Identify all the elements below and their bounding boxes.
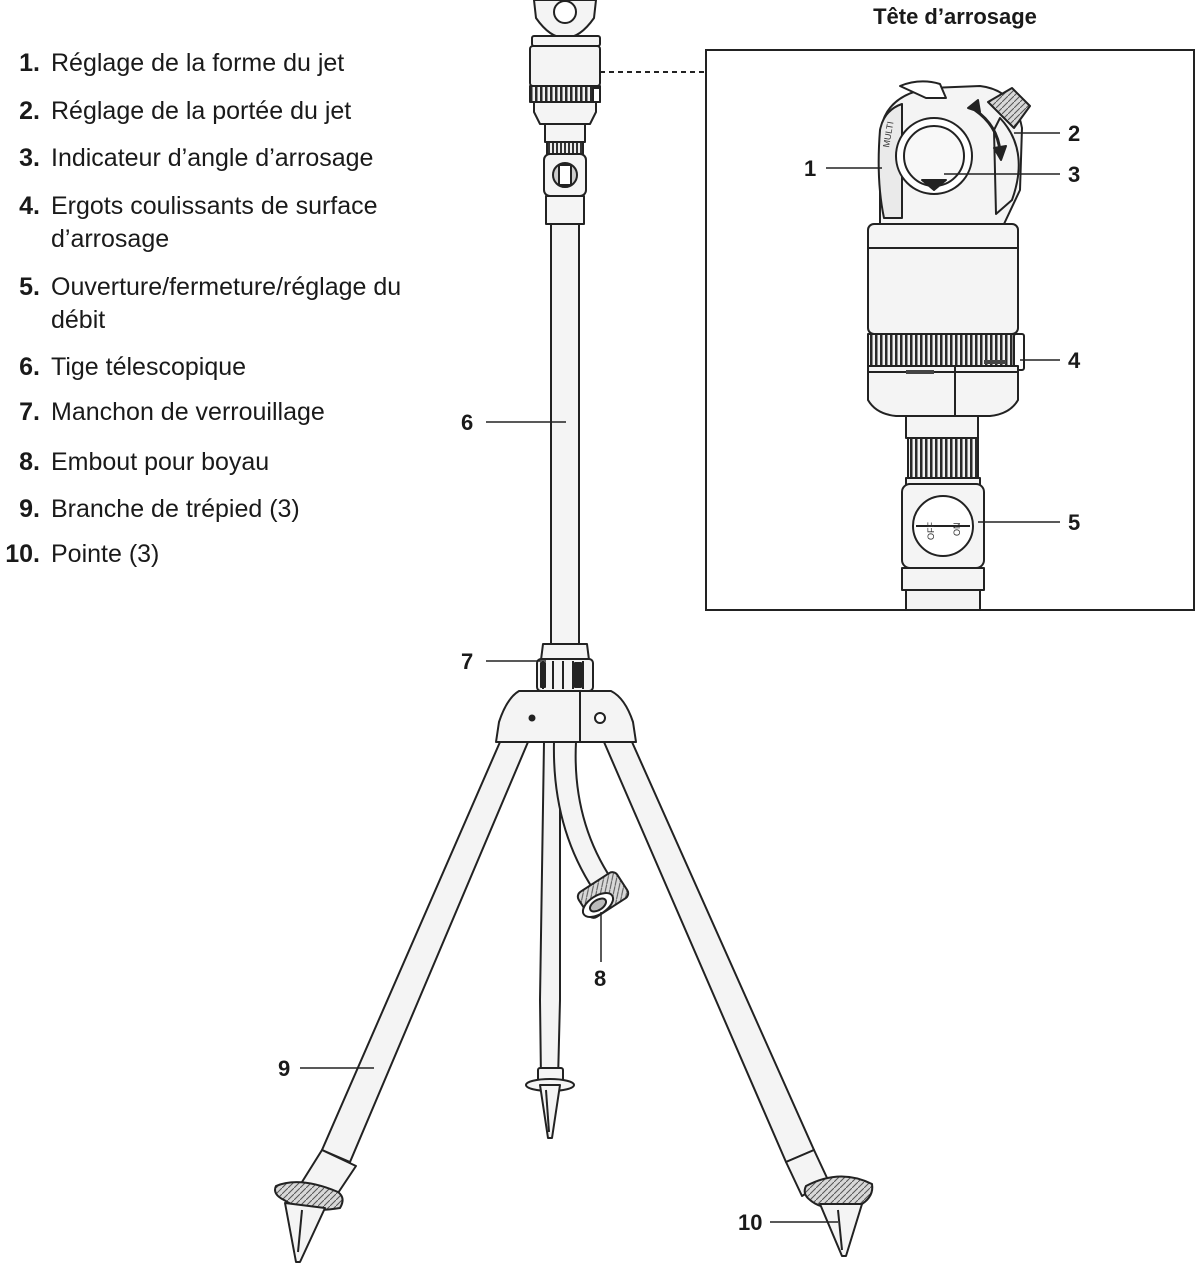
callout-10: 10 <box>738 1210 762 1235</box>
locking-sleeve <box>536 643 594 692</box>
callout-5: 5 <box>1068 510 1080 535</box>
callout-7: 7 <box>461 649 473 674</box>
sprinkler-head-small <box>529 0 601 225</box>
legend-label: Ouverture/fermeture/réglage du débit <box>51 273 402 334</box>
hose-connector <box>552 741 630 919</box>
valve-off-text: OFF <box>926 522 936 540</box>
legend-number: 10. <box>5 540 40 568</box>
tripod-leg-right <box>603 741 874 1257</box>
multi-dial-text: MULTI <box>881 121 895 149</box>
callout-6: 6 <box>461 410 473 435</box>
legend-number: 4. <box>19 192 40 220</box>
legend-label: Branche de trépied (3) <box>51 495 300 523</box>
callout-9: 9 <box>278 1056 290 1081</box>
parts-legend: 1. Réglage de la forme du jet 2. Réglage… <box>0 0 440 600</box>
callout-3: 3 <box>1068 162 1080 187</box>
legend-label: Réglage de la portée du jet <box>51 97 352 125</box>
legend-label: Embout pour boyau <box>51 448 270 476</box>
legend-number: 5. <box>19 273 40 301</box>
legend-number: 3. <box>19 144 40 172</box>
callout-4: 4 <box>1068 348 1081 373</box>
legend-number: 2. <box>19 97 40 125</box>
legend-label: Manchon de verrouillage <box>51 398 325 426</box>
legend-label: Indicateur d’angle d’arrosage <box>51 144 374 172</box>
telescopic-rod <box>550 223 580 645</box>
callout-2: 2 <box>1068 121 1080 146</box>
legend-number: 8. <box>19 448 40 476</box>
legend-number: 6. <box>19 353 40 381</box>
tripod-leg-back <box>525 741 575 1139</box>
legend-label: Tige télescopique <box>51 353 247 381</box>
valve-on-text: ON <box>952 523 962 537</box>
legend-number: 9. <box>19 495 40 523</box>
legend-label: Pointe (3) <box>51 540 160 568</box>
callout-1: 1 <box>804 156 816 181</box>
legend-number: 1. <box>19 49 40 77</box>
sprinkler-head-detail <box>867 80 1031 611</box>
legend-label: Ergots coulissants de surface d’arrosage <box>51 192 378 253</box>
tripod-leg-left <box>274 741 529 1263</box>
legend-number: 7. <box>19 398 40 426</box>
legend-label: Réglage de la forme du jet <box>51 49 345 77</box>
callout-8: 8 <box>594 966 606 991</box>
tripod-hub <box>495 690 637 743</box>
inset-title: Tête d’arrosage <box>873 4 1037 29</box>
